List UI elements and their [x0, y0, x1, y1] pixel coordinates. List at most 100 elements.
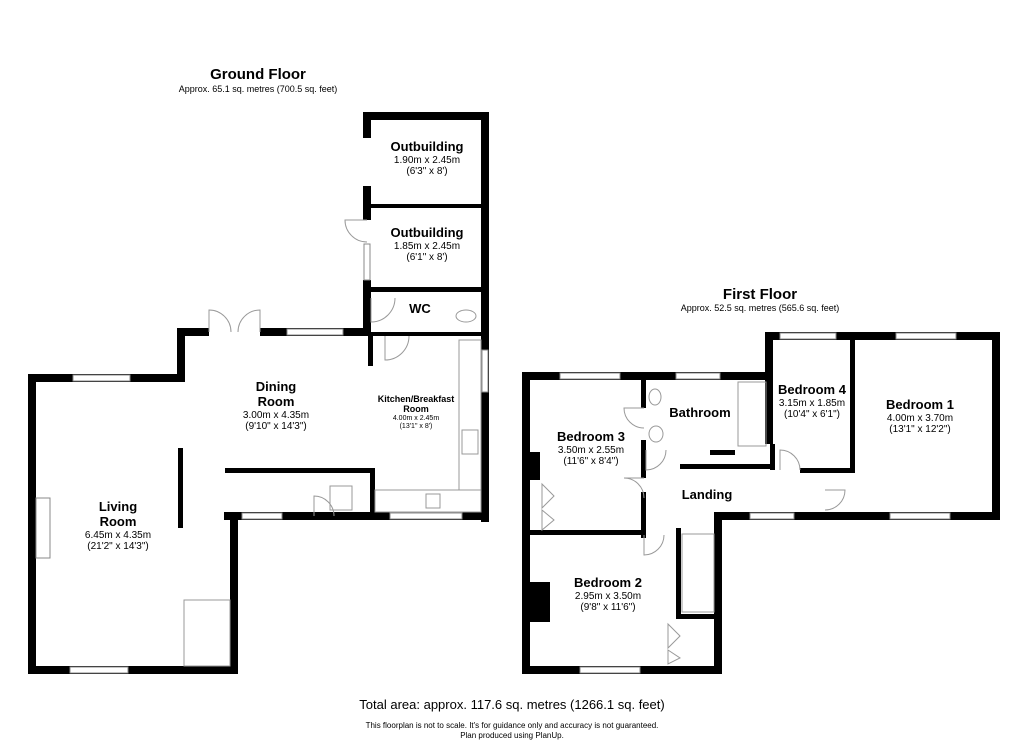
- wall: [178, 448, 183, 528]
- room-label-landing: Landing: [681, 487, 733, 502]
- window: [481, 349, 489, 393]
- walls: [28, 112, 1000, 674]
- room-label-dining: Dining Room 3.00m x 4.35m (9'10" x 14'3"…: [216, 379, 336, 433]
- room-dimensions-metric: 6.45m x 4.35m: [84, 529, 152, 541]
- room-name-line2: Room: [257, 393, 295, 409]
- room-dimensions-metric: 1.85m x 2.45m: [393, 240, 461, 252]
- stairs: [183, 599, 231, 667]
- kitchen-counter: [458, 339, 482, 491]
- door-swing: [779, 449, 801, 471]
- room-name: Outbuilding: [390, 225, 464, 240]
- wall: [680, 464, 775, 469]
- room-dimensions-imperial: (9'10" x 14'3"): [245, 421, 307, 433]
- wall: [368, 332, 481, 336]
- room-label-bathroom: Bathroom: [669, 405, 731, 420]
- first-floor-title: First Floor: [722, 286, 798, 303]
- wall: [714, 512, 1000, 520]
- door-swing: [824, 489, 846, 511]
- wall: [363, 112, 371, 138]
- wall: [177, 328, 209, 336]
- wall: [992, 332, 1000, 520]
- wall: [28, 666, 238, 674]
- wall: [363, 208, 371, 220]
- room-dimensions-metric: 3.15m x 1.85m: [778, 397, 846, 409]
- chimney-breasts: [35, 452, 550, 622]
- wall: [481, 112, 489, 412]
- room-label-bedroom-1: Bedroom 1 4.00m x 3.70m (13'1" x 12'2"): [868, 397, 972, 436]
- cupboard: [329, 485, 353, 511]
- room-label-kitchen: Kitchen/Breakfast Room 4.00m x 2.45m (13…: [374, 394, 458, 431]
- kitchen-counter: [374, 489, 482, 513]
- room-dimensions-metric: 4.00m x 2.45m: [392, 414, 440, 422]
- room-label-living: Living Room 6.45m x 4.35m (21'2" x 14'3"…: [58, 499, 178, 553]
- window: [72, 374, 131, 382]
- bath: [737, 381, 767, 447]
- wall: [230, 512, 238, 674]
- chimney-breast: [530, 582, 550, 622]
- door-swing: [623, 477, 645, 499]
- window: [579, 666, 641, 674]
- wall: [522, 372, 530, 674]
- cupboard-doors: [541, 482, 555, 532]
- room-dimensions-metric: 2.95m x 3.50m: [574, 590, 642, 602]
- windows: [69, 243, 957, 674]
- ground-floor-title: Ground Floor: [210, 66, 306, 83]
- room-name: Bedroom 1: [886, 397, 954, 412]
- door-swing: [344, 219, 368, 243]
- room-dimensions-imperial: (13'1" x 8'): [399, 422, 433, 430]
- window: [389, 512, 463, 520]
- cupboard-doors: [667, 622, 681, 665]
- sink: [425, 493, 441, 509]
- wall: [363, 204, 489, 208]
- room-label-bedroom-2: Bedroom 2 2.95m x 3.50m (9'8" x 11'6"): [556, 575, 660, 614]
- room-dimensions-imperial: (11'6" x 8'4"): [563, 456, 619, 468]
- room-name: Bedroom 4: [778, 382, 846, 397]
- room-label-outbuilding-2: Outbuilding 1.85m x 2.45m (6'1" x 8'): [371, 225, 483, 264]
- wall: [800, 468, 855, 473]
- basin: [648, 425, 664, 443]
- door-swing: [237, 309, 261, 333]
- wall: [225, 468, 375, 473]
- room-dimensions-imperial: (21'2" x 14'3"): [87, 541, 149, 553]
- toilet: [648, 388, 662, 406]
- first-floor-area: Approx. 52.5 sq. metres (565.6 sq. feet): [680, 303, 840, 313]
- room-dimensions-imperial: (6'3" x 8'): [406, 166, 448, 178]
- window: [779, 332, 837, 340]
- window: [749, 512, 795, 520]
- wall: [676, 614, 720, 619]
- wall: [765, 332, 1000, 340]
- door-swing: [643, 534, 665, 556]
- room-name-line1: Kitchen/Breakfast: [377, 394, 455, 404]
- room-dimensions-imperial: (6'1" x 8'): [406, 252, 448, 264]
- room-dimensions-metric: 3.50m x 2.55m: [557, 444, 625, 456]
- room-dimensions-imperial: (10'4" x 6'1"): [784, 409, 840, 421]
- ground-floor-area: Approx. 65.1 sq. metres (700.5 sq. feet): [178, 84, 338, 94]
- wall: [363, 280, 371, 336]
- room-name: Bedroom 2: [574, 575, 642, 590]
- wall: [641, 440, 646, 478]
- wall: [224, 512, 489, 520]
- wall: [28, 374, 36, 674]
- room-dimensions-metric: 4.00m x 3.70m: [886, 412, 954, 424]
- plan-credit: Plan produced using PlanUp.: [460, 731, 564, 740]
- wall: [850, 336, 855, 472]
- hob: [461, 429, 479, 455]
- total-area: Total area: approx. 117.6 sq. metres (12…: [359, 697, 665, 712]
- door-swing: [645, 449, 667, 471]
- door-swing: [623, 407, 645, 429]
- disclaimer: This floorplan is not to scale. It's for…: [365, 721, 659, 730]
- toilet: [455, 309, 477, 323]
- wall: [363, 287, 489, 292]
- wall: [676, 528, 681, 618]
- door-swing: [208, 309, 232, 333]
- room-dimensions-metric: 1.90m x 2.45m: [393, 154, 461, 166]
- window: [241, 512, 283, 520]
- door-swing: [384, 335, 410, 361]
- wall: [770, 444, 775, 470]
- stairs: [681, 533, 715, 613]
- wall: [177, 328, 185, 380]
- room-dimensions-imperial: (9'8" x 11'6"): [580, 602, 636, 614]
- chimney-breast: [530, 452, 540, 480]
- wall: [370, 468, 375, 514]
